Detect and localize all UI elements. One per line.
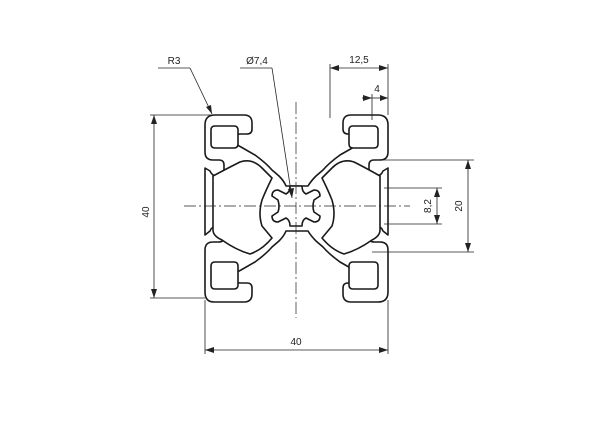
leader-bore-diameter: Ø7,4 bbox=[240, 56, 294, 199]
dimension-height: 40 bbox=[141, 114, 212, 299]
profile-section bbox=[204, 114, 389, 303]
bore-diameter-label: Ø7,4 bbox=[246, 56, 268, 67]
slot-pitch-label: 12,5 bbox=[349, 55, 369, 66]
wall-label: 4 bbox=[374, 84, 380, 95]
corner-cavity-top-right bbox=[348, 125, 379, 149]
corner-cavity-bottom-right bbox=[348, 261, 379, 290]
corner-cavity-top-left bbox=[210, 125, 239, 149]
inner-channel-left bbox=[212, 160, 273, 255]
dimension-slot-spacing: 20 bbox=[372, 159, 474, 253]
leader-radius: R3 bbox=[158, 56, 213, 115]
radius-label: R3 bbox=[168, 56, 181, 67]
slot-opening-label: 8,2 bbox=[423, 199, 434, 213]
center-lines bbox=[184, 102, 410, 318]
slot-spacing-label: 20 bbox=[454, 200, 465, 212]
width-label: 40 bbox=[290, 337, 302, 348]
height-label: 40 bbox=[141, 206, 152, 218]
dimension-wall: 4 bbox=[362, 84, 388, 120]
dimension-slot-pitch: 12,5 bbox=[329, 55, 389, 118]
dimension-width: 40 bbox=[204, 300, 389, 354]
inner-channel-right bbox=[321, 160, 381, 255]
corner-cavity-bottom-left bbox=[210, 261, 239, 290]
dimension-slot-opening: 8,2 bbox=[384, 187, 442, 225]
